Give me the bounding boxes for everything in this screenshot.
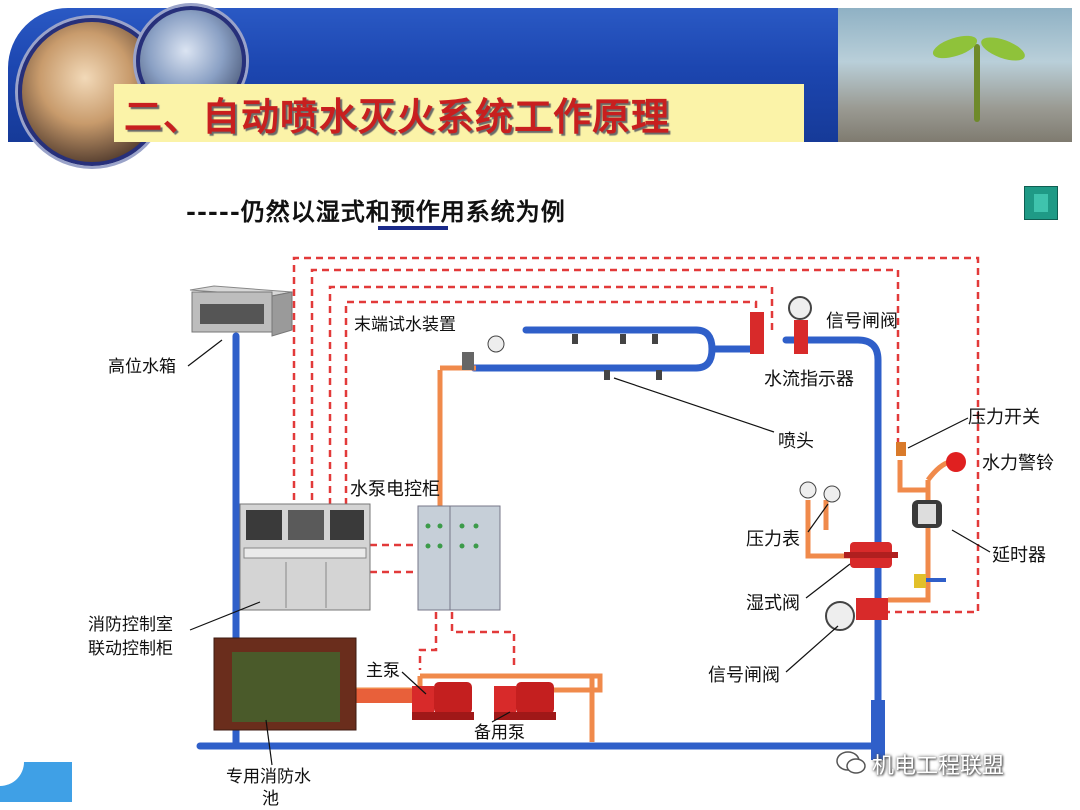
blue-pipes (196, 326, 884, 750)
pump-return (420, 673, 603, 693)
corner-decoration (0, 762, 72, 802)
high-water-tank (189, 285, 293, 337)
signal-line-pump-1 (418, 612, 438, 670)
flow-indicator (750, 312, 764, 354)
label-water-alarm: 水力警铃 (982, 453, 1054, 473)
water-motor-alarm-bell (946, 452, 966, 472)
sprout-photo (838, 8, 1072, 142)
document-icon[interactable] (1024, 186, 1058, 220)
standby-pump (494, 682, 556, 720)
signal-gate-valve-bottom (825, 598, 888, 631)
control-cabinet (239, 503, 371, 611)
watermark-text: 机电工程联盟 (872, 753, 1005, 778)
page-title: 二、自动喷水灭火系统工作原理 (124, 94, 671, 139)
label-signal-valve-top: 信号闸阀 (826, 311, 898, 331)
signal-gate-valve-top (788, 296, 812, 354)
label-flow-indicator: 水流指示器 (764, 369, 854, 389)
label-wet-valve: 湿式阀 (746, 593, 800, 613)
label-control-room-2: 联动控制柜 (88, 639, 173, 658)
wet-alarm-valve (844, 542, 898, 568)
sprinkler-heads (572, 334, 662, 380)
label-control-room-1: 消防控制室 (88, 615, 173, 634)
signal-lines (292, 256, 980, 670)
wechat-icon (836, 751, 866, 774)
label-standby-pump: 备用泵 (474, 723, 525, 742)
gauge-line (805, 500, 860, 559)
alarm-line (897, 460, 928, 493)
signal-line-outer (292, 256, 980, 614)
title-bar (114, 84, 804, 142)
label-main-pump: 主泵 (366, 661, 400, 680)
label-sprinkler: 喷头 (778, 431, 814, 451)
signal-line-2 (310, 268, 900, 500)
pressure-gauges (799, 481, 841, 503)
sprout-stem (974, 44, 980, 122)
main-riser (782, 336, 882, 750)
fire-water-pool (213, 637, 357, 731)
label-delay: 延时器 (992, 545, 1046, 565)
page-subtitle: -----仍然以湿式和预作用系统为例 (186, 197, 566, 226)
label-pump-cabinet: 水泵电控柜 (350, 479, 440, 499)
label-signal-valve-bottom: 信号闸阀 (708, 665, 780, 685)
label-high-tank: 高位水箱 (108, 357, 176, 376)
end-test-gauge (462, 335, 505, 370)
pressure-switch (896, 442, 906, 456)
signal-line-3 (328, 285, 774, 505)
label-pressure-gauge: 压力表 (746, 529, 800, 549)
label-end-test: 末端试水装置 (354, 315, 456, 334)
pump-cabinet (417, 505, 501, 611)
label-pool-1: 专用消防水 (226, 767, 311, 786)
label-pressure-switch: 压力开关 (968, 407, 1040, 427)
signal-line-pump-2 (450, 612, 516, 670)
label-pool-2: 池 (262, 789, 279, 808)
leader-lines (187, 339, 991, 766)
subtitle-underline (378, 226, 448, 230)
main-pump (412, 682, 474, 720)
retarding-chamber (912, 500, 942, 528)
drain-valve (914, 574, 946, 588)
